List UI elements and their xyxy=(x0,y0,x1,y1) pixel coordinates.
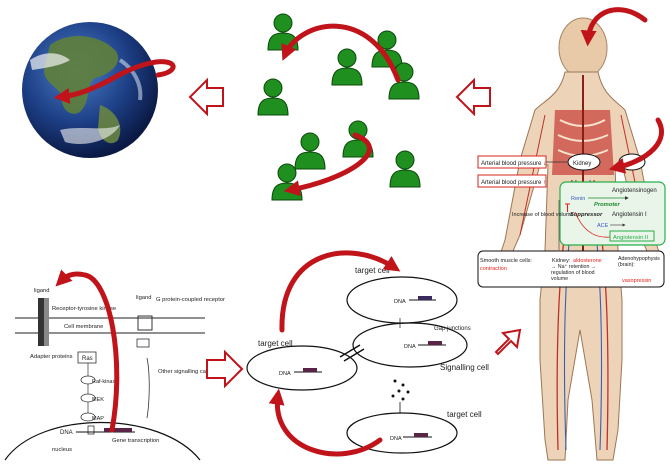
g-protein xyxy=(137,339,149,347)
vasopressin-label: vasopressin xyxy=(622,278,651,284)
population-group xyxy=(258,14,420,200)
nucleus-label: nucleus xyxy=(52,447,72,453)
map-label: MAP xyxy=(92,416,104,422)
target-left-label: target cell xyxy=(258,339,293,348)
molecular-to-cellular-arrow xyxy=(207,352,242,386)
contraction-label: contraction xyxy=(480,266,507,272)
gene-transcription-label: Gene transcription xyxy=(112,438,159,444)
dna-signal-label: DNA xyxy=(404,344,416,350)
dna-top-label: DNA xyxy=(394,299,406,305)
ligand-left-label: ligand xyxy=(34,288,49,294)
cascade-brace xyxy=(147,358,149,418)
receptor-tyrosine-bar-2 xyxy=(44,298,49,346)
ligand-right-label: ligand xyxy=(136,295,151,301)
dna-label-left: DNA xyxy=(60,430,73,436)
population-to-planet-arrow xyxy=(190,80,223,114)
arterial-high-label: Arterial blood pressure ↑ xyxy=(481,180,546,186)
kidney-label: Kidney xyxy=(573,161,591,167)
na-retention-wrap: → Na⁺ retention → regulation of blood vo… xyxy=(551,264,611,286)
gene-box-left xyxy=(104,428,132,432)
adapter-label: Adapter proteins xyxy=(30,354,73,360)
signalling-cell-label: Signalling cell xyxy=(440,363,489,372)
smooth-muscle-label: Smooth muscle cells: xyxy=(480,258,532,264)
receptor-tyrosine-bar xyxy=(38,298,44,346)
angiotensin-ii-label: Angiotensin II xyxy=(613,235,649,241)
renin-label: Renin xyxy=(571,196,585,202)
cell-membrane-label: Cell membrane xyxy=(64,324,103,330)
nuclear-pore xyxy=(88,426,94,434)
suppressor-label: Suppressor xyxy=(570,212,603,218)
gpcr-label: G protein-coupled receptor xyxy=(156,297,225,303)
target-cell-left xyxy=(247,346,357,390)
nucleus-envelope xyxy=(5,423,200,461)
secreted-molecules xyxy=(392,380,410,415)
mek-label: MEK xyxy=(92,397,104,403)
target-top-label: target cell xyxy=(355,266,390,275)
ras-label: Ras xyxy=(82,356,93,362)
angiotensinogen-label: Angiotensinogen xyxy=(612,188,657,194)
target-bottom-label: target cell xyxy=(447,410,482,419)
adenohypophysis-label: Adenohypophysis (brain): xyxy=(618,256,664,268)
ace-label: ACE xyxy=(597,223,609,229)
arterial-low-label: Arterial blood pressure ↓ xyxy=(481,161,546,167)
na-retention-label: → Na⁺ retention → regulation of blood vo… xyxy=(551,264,611,282)
increase-volume-label: Increase of blood volume xyxy=(512,212,573,218)
angiotensin-i-label: Angiotensin I xyxy=(612,212,647,218)
dna-bottom-label: DNA xyxy=(390,436,402,442)
cellular-to-organism-arrow xyxy=(496,330,520,354)
gap-junctions-label: Gap junctions xyxy=(434,326,471,332)
adenohypophysis-wrap: Adenohypophysis (brain): xyxy=(618,256,664,270)
promoter-label: Promoter xyxy=(594,202,621,208)
dna-left-label: DNA xyxy=(279,371,291,377)
individual-to-population-arrow xyxy=(457,80,490,114)
